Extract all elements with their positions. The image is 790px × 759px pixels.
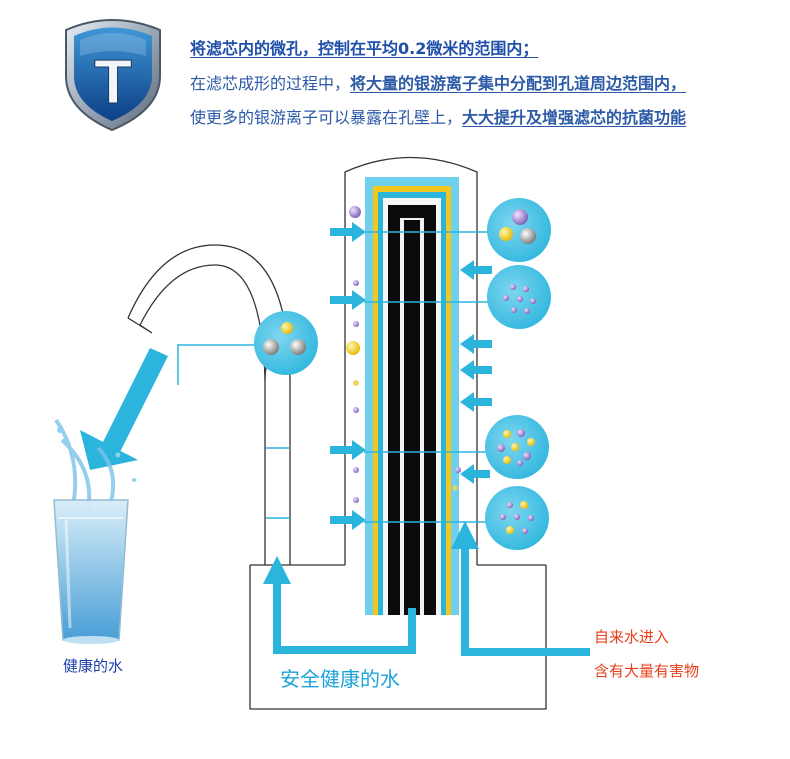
- pointer-line: [178, 345, 255, 385]
- header-line-3: 使更多的银游离子可以暴露在孔壁上，大大提升及增强滤芯的抗菌功能: [190, 104, 686, 128]
- header-line-2-plain: 在滤芯成形的过程中，: [190, 74, 350, 93]
- inflow-arrows-left: [330, 222, 366, 530]
- zoom-circle-outlet: [254, 311, 318, 375]
- header-line-2-bold: 将大量的银游离子集中分配到孔道周边范围内，: [350, 74, 686, 93]
- filter-cartridge: [365, 177, 459, 615]
- zoom-circle-1: [487, 198, 551, 262]
- header-line-2: 在滤芯成形的过程中，将大量的银游离子集中分配到孔道周边范围内，: [190, 70, 686, 94]
- header-line-3-bold: 大大提升及增强滤芯的抗菌功能: [462, 108, 686, 127]
- zoom-circle-4: [485, 486, 549, 550]
- healthy-water-label: 健康的水: [63, 655, 123, 676]
- zoom-circle-2: [487, 265, 551, 329]
- header-line-1: 将滤芯内的微孔，控制在平均0.2微米的范围内；: [190, 35, 538, 59]
- header-line-3-plain: 使更多的银游离子可以暴露在孔壁上，: [190, 108, 462, 127]
- safe-healthy-water-label: 安全健康的水: [280, 663, 400, 692]
- faucet-output-arrow: [80, 348, 168, 470]
- tap-water-in-label: 自来水进入: [594, 626, 669, 647]
- outlet-flow-arrow: [263, 556, 291, 584]
- header-line-1-text: 将滤芯内的微孔，控制在平均0.2微米的范围内；: [190, 39, 538, 58]
- harmful-substances-label: 含有大量有害物: [594, 660, 699, 681]
- filter-housing: [128, 158, 546, 710]
- shield-letter: T: [94, 48, 132, 117]
- intake-flow-path: [465, 545, 590, 652]
- zoom-circle-3: [485, 415, 549, 479]
